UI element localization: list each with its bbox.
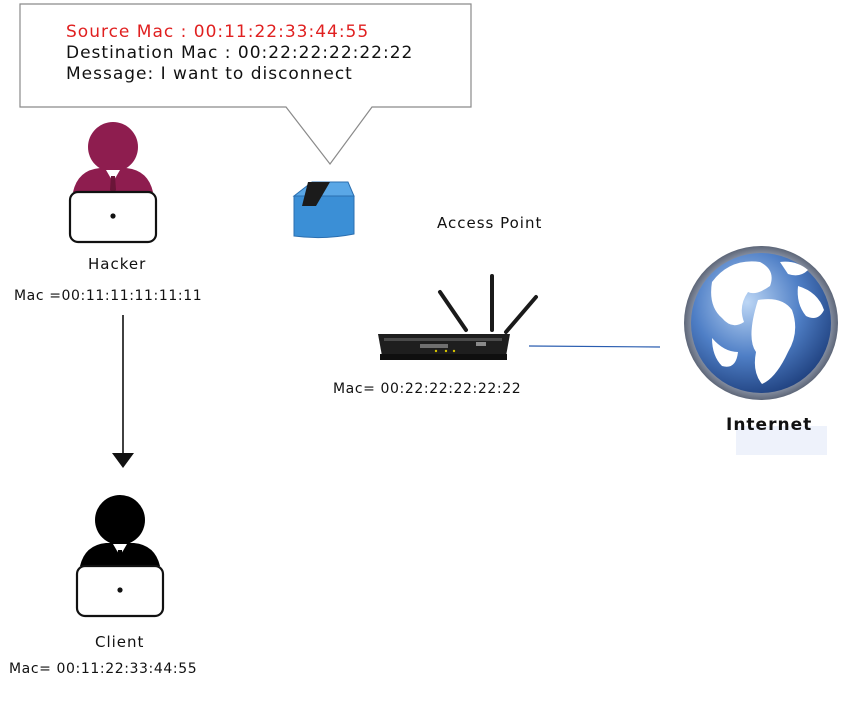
network-link bbox=[528, 345, 661, 348]
client-icon bbox=[75, 495, 165, 618]
internet-label-highlight bbox=[736, 426, 827, 455]
client-mac: Mac= 00:11:22:33:44:55 bbox=[9, 661, 198, 677]
hacker-icon bbox=[68, 122, 158, 244]
packet-icon bbox=[292, 181, 355, 239]
access-point-label: Access Point bbox=[437, 214, 543, 232]
arrow-down-icon bbox=[112, 315, 134, 468]
bubble-message: Message: I want to disconnect bbox=[66, 64, 353, 84]
bubble-source-mac: Source Mac : 00:11:22:33:44:55 bbox=[66, 22, 370, 42]
router-icon bbox=[378, 274, 538, 360]
access-point-mac: Mac= 00:22:22:22:22:22 bbox=[333, 381, 522, 397]
client-label: Client bbox=[95, 633, 145, 651]
message-bubble bbox=[19, 3, 472, 165]
internet-label: Internet bbox=[726, 415, 813, 435]
hacker-mac: Mac =00:11:11:11:11:11 bbox=[14, 288, 203, 304]
bubble-destination-mac: Destination Mac : 00:22:22:22:22:22 bbox=[66, 43, 414, 63]
hacker-label: Hacker bbox=[88, 255, 147, 273]
globe-icon bbox=[684, 246, 838, 400]
